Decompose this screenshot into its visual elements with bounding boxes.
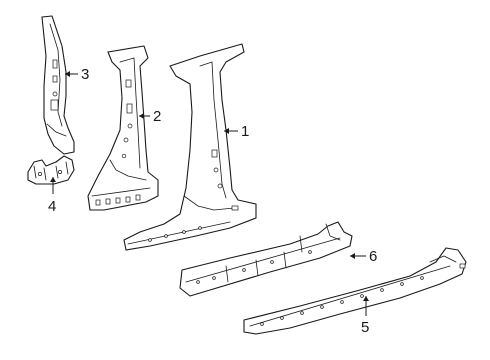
callout-4-label: 4 (48, 198, 56, 215)
callout-3: 3 (65, 66, 89, 83)
part-1-pillar (123, 43, 257, 251)
callout-6: 6 (350, 248, 377, 265)
callout-1-label: 1 (241, 123, 249, 140)
part-3-pillar (41, 15, 75, 155)
callout-5: 5 (361, 296, 369, 336)
callout-5-label: 5 (361, 319, 369, 336)
part-5-rocker-outer (243, 247, 467, 335)
callout-3-label: 3 (81, 66, 89, 83)
part-2-pillar (87, 45, 159, 211)
callout-1: 1 (224, 123, 249, 140)
callout-2-label: 2 (153, 108, 161, 125)
callout-2: 2 (139, 108, 161, 125)
part-4-bracket (27, 155, 75, 185)
callout-4: 4 (48, 177, 56, 215)
callout-6-label: 6 (369, 248, 377, 265)
part-6-rocker-inner (179, 221, 353, 297)
